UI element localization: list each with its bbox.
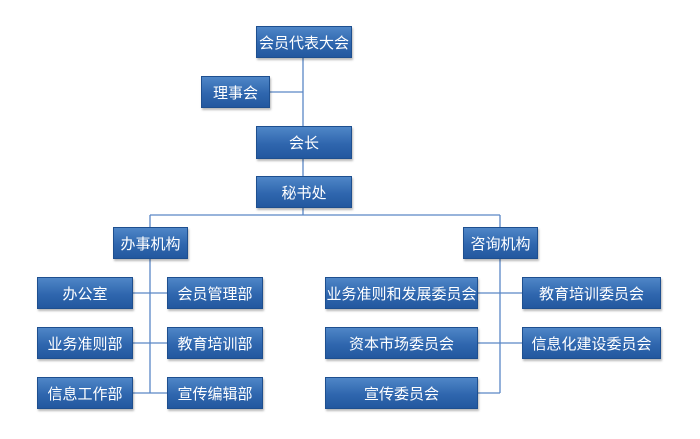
node-training-committee: 教育培训委员会 [522,277,661,309]
node-information-dept: 信息工作部 [37,377,133,409]
node-secretariat: 秘书处 [256,176,352,208]
node-publicity-editorial-dept: 宣传编辑部 [167,377,263,409]
node-membership-dept: 会员管理部 [167,277,263,309]
node-executive-body: 办事机构 [113,227,188,259]
node-council: 理事会 [201,76,270,108]
node-president: 会长 [256,126,352,159]
node-general-assembly: 会员代表大会 [256,26,352,58]
node-advisory-body: 咨询机构 [463,227,538,259]
node-standards-development-committee: 业务准则和发展委员会 [325,277,478,309]
node-general-office: 办公室 [37,277,133,309]
node-capital-market-committee: 资本市场委员会 [325,327,478,359]
node-publicity-committee: 宣传委员会 [325,377,478,409]
node-standards-dept: 业务准则部 [37,327,133,359]
node-informatization-committee: 信息化建设委员会 [522,327,661,359]
node-training-dept: 教育培训部 [167,327,263,359]
